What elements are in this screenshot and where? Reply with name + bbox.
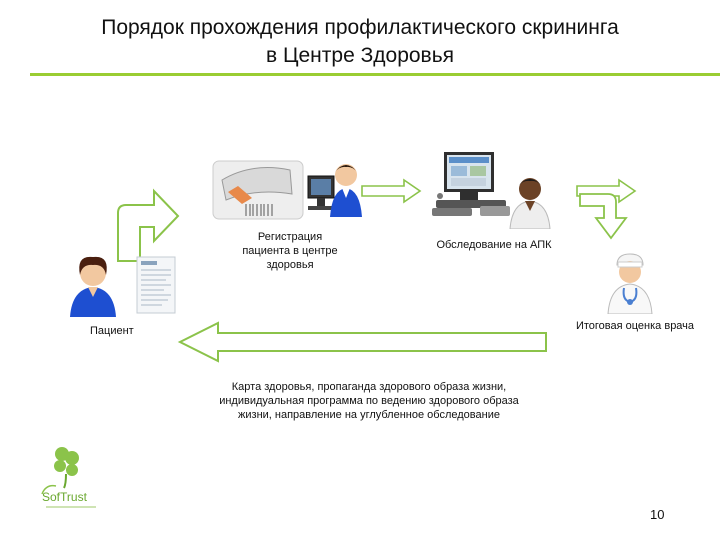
title-line-1: Порядок прохождения профилактического ск… (101, 16, 619, 39)
apk-station-icon (432, 152, 510, 216)
step-apk-label: Обследование на АПК (436, 239, 552, 251)
logo-subtitle-line (46, 506, 96, 508)
title-line-2: в Центре Здоровья (265, 44, 455, 67)
step-registration-label: Регистрация пациента в центре здоровья (242, 231, 338, 271)
patient-dark-icon (509, 178, 551, 229)
softrust-logo (41, 447, 79, 495)
patient-icon (70, 256, 116, 317)
medical-card-icon (136, 256, 176, 314)
operator-at-computer-icon (307, 164, 362, 217)
arrow-up-right-icon (117, 188, 180, 262)
arrow-right-down-icon (579, 193, 628, 240)
arrow-left-icon (177, 321, 547, 363)
slide-number: 10 (650, 507, 665, 522)
logo-text: SofTrust (42, 490, 87, 504)
title-underline (30, 73, 720, 76)
step-doctor-label: Итоговая оценка врача (575, 320, 695, 332)
arrow-right-1-icon (361, 178, 422, 204)
page-title: Порядок прохождения профилактического ск… (0, 14, 720, 70)
doctor-icon (607, 253, 653, 314)
step-patient-label: Пациент (90, 325, 134, 337)
result-description: Карта здоровья, пропаганда здорового обр… (219, 381, 519, 421)
barcode-scanner-icon (212, 160, 304, 220)
